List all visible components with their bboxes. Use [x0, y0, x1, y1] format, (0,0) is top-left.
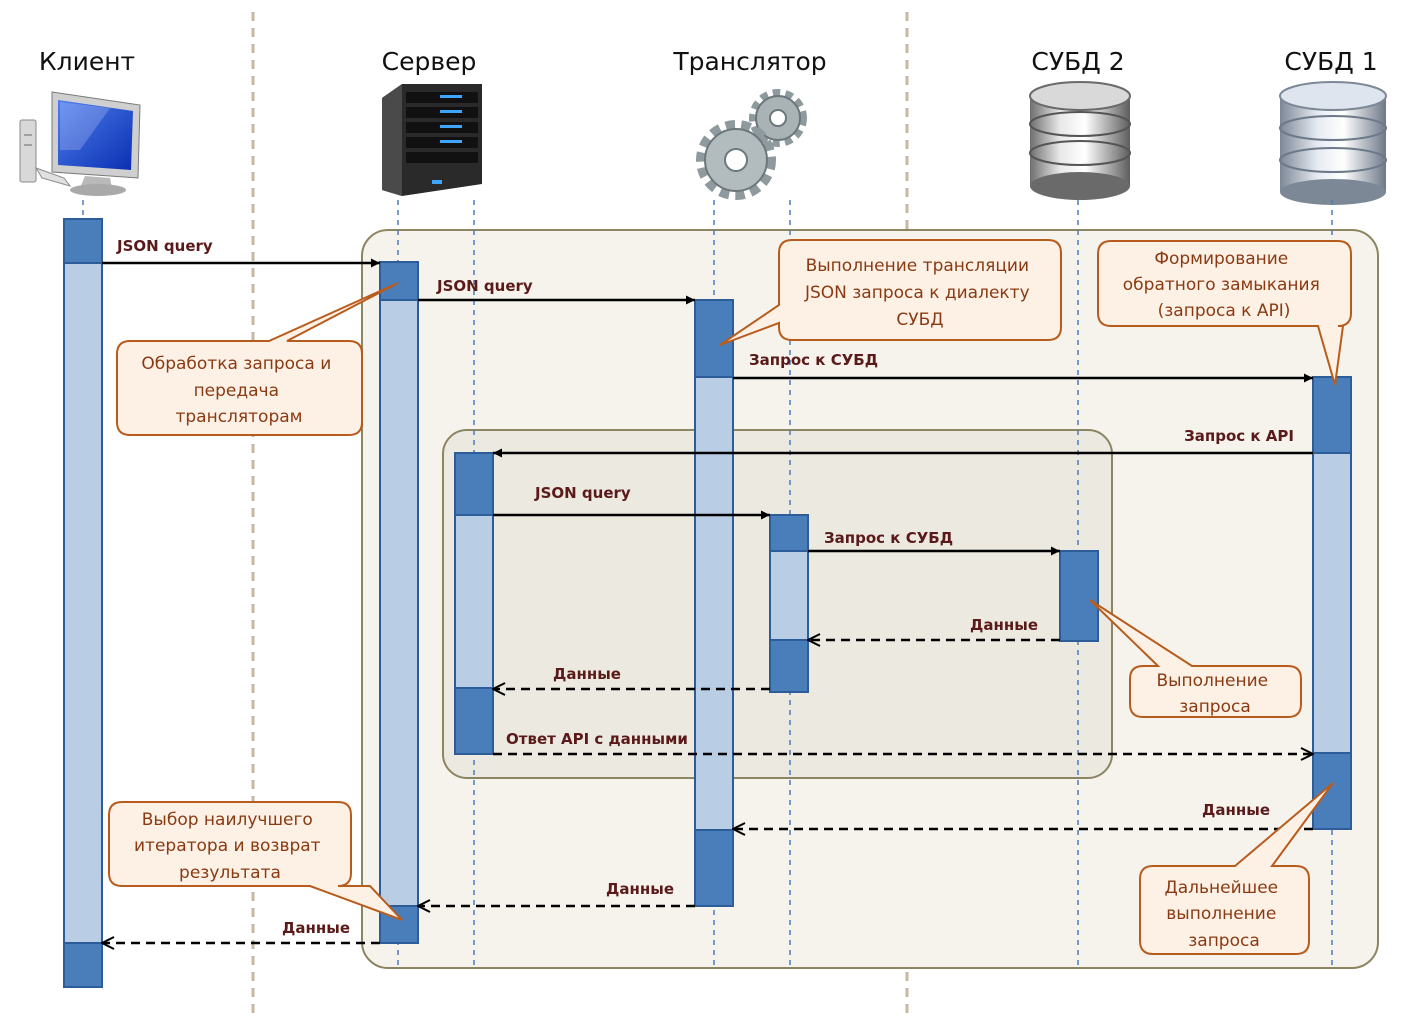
note-further-exec: Дальнейшее выполнение запроса [1139, 782, 1334, 955]
note-closure: Формирование обратного замыкания (запрос… [1097, 240, 1352, 386]
message-10-label: Данные [1202, 801, 1270, 819]
actor-translator-label: Транслятор [672, 47, 826, 76]
server-rack-icon [382, 84, 482, 196]
note-best-iterator: Выбор наилучшего итератора и возврат рез… [108, 801, 403, 921]
message-12-label: Данные [282, 919, 350, 937]
desktop-computer-icon [19, 91, 141, 196]
activations [63, 218, 1352, 988]
note-server-processing: Обработка запроса и передача транслятора… [116, 282, 399, 436]
database-icon-dbms1 [1279, 81, 1387, 205]
message-2-label: JSON query [436, 277, 533, 295]
activation-dbms2 [1059, 550, 1099, 642]
activation-translator [694, 299, 734, 907]
note-translation: Выполнение трансляции JSON запроса к диа… [719, 239, 1062, 346]
svg-text:Формирование обратного з: Формирование обратного замыкания (запрос… [1123, 249, 1325, 321]
actor-server-label: Сервер [382, 47, 477, 76]
message-1-label: JSON query [116, 237, 213, 255]
svg-text:Выбор наилучшего итерато: Выбор наилучшего итератора и возврат рез… [134, 810, 326, 883]
message-8-label: Данные [553, 665, 621, 683]
messages [102, 258, 1313, 943]
message-9-label: Ответ API с данными [506, 730, 688, 748]
gears-icon [696, 89, 807, 200]
svg-text:Выполнение запроса: Выполнение запроса [1156, 671, 1273, 717]
message-3-label: Запрос к СУБД [749, 351, 878, 369]
message-5-label: JSON query [534, 484, 631, 502]
message-4-label: Запрос к API [1184, 427, 1294, 445]
svg-text:Выполнение трансляции JS: Выполнение трансляции JSON запроса к диа… [804, 256, 1035, 330]
activation-server [379, 261, 419, 944]
actor-dbms1-label: СУБД 1 [1284, 47, 1377, 76]
database-icon-dbms2 [1029, 81, 1131, 200]
activation-client [63, 218, 103, 988]
message-11-label: Данные [606, 880, 674, 898]
message-6-label: Запрос к СУБД [824, 529, 953, 547]
svg-text:Дальнейшее выполнение: Дальнейшее выполнение запроса [1164, 878, 1283, 951]
actor-client-label: Клиент [39, 47, 135, 76]
note-query-exec: Выполнение запроса [1089, 599, 1302, 718]
actor-dbms2-label: СУБД 2 [1031, 47, 1124, 76]
message-7-label: Данные [970, 616, 1038, 634]
svg-text:Обработка запроса и пере: Обработка запроса и передача транслятора… [141, 354, 336, 427]
